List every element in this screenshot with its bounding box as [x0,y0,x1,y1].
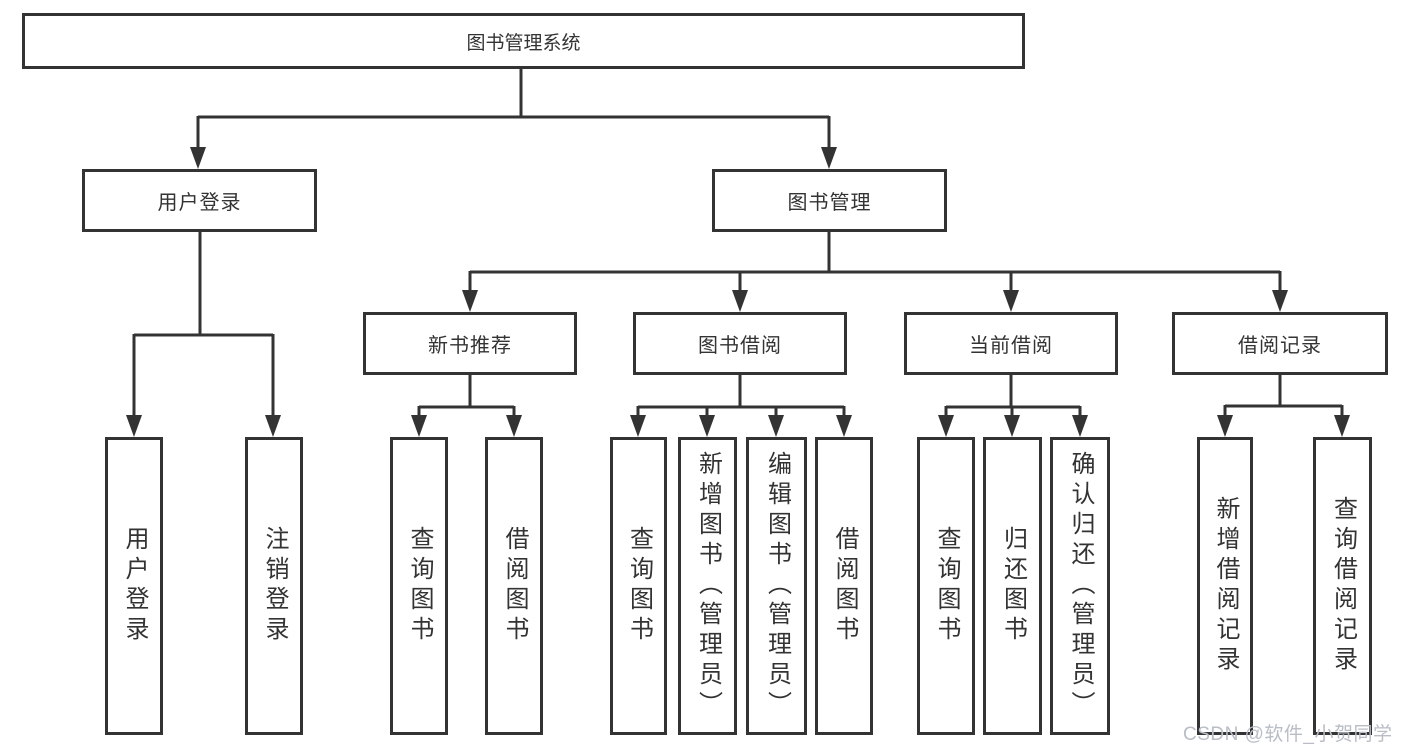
node-book-management: 图书管理 [712,169,947,232]
leaf-add-borrow-record: 新增借阅记录 [1197,437,1253,735]
leaf-edit-book: 编辑图书（管理员） [746,437,807,735]
leaf-borrow-book: 借阅图书 [815,437,873,735]
node-root: 图书管理系统 [22,13,1025,69]
node-current-borrow: 当前借阅 [904,312,1118,375]
node-user-login: 用户登录 [82,169,317,232]
node-book-borrow: 图书借阅 [633,312,847,375]
csdn-watermark: CSDN @软件_小贺同学 [1183,724,1393,745]
leaf-query-book-current: 查询图书 [917,437,975,735]
leaf-query-book-recommend: 查询图书 [390,437,448,735]
node-new-book-recommend: 新书推荐 [363,312,577,375]
leaf-return-book: 归还图书 [983,437,1042,735]
leaf-confirm-return: 确认归还（管理员） [1050,437,1110,735]
node-borrow-records: 借阅记录 [1172,312,1388,375]
leaf-borrow-book-recommend: 借阅图书 [485,437,543,735]
leaf-query-borrow-record: 查询借阅记录 [1313,437,1372,735]
leaf-add-book: 新增图书（管理员） [678,437,737,735]
leaf-user-login: 用户登录 [105,437,163,735]
leaf-query-book-borrow: 查询图书 [610,437,667,735]
leaf-logout: 注销登录 [245,437,303,735]
